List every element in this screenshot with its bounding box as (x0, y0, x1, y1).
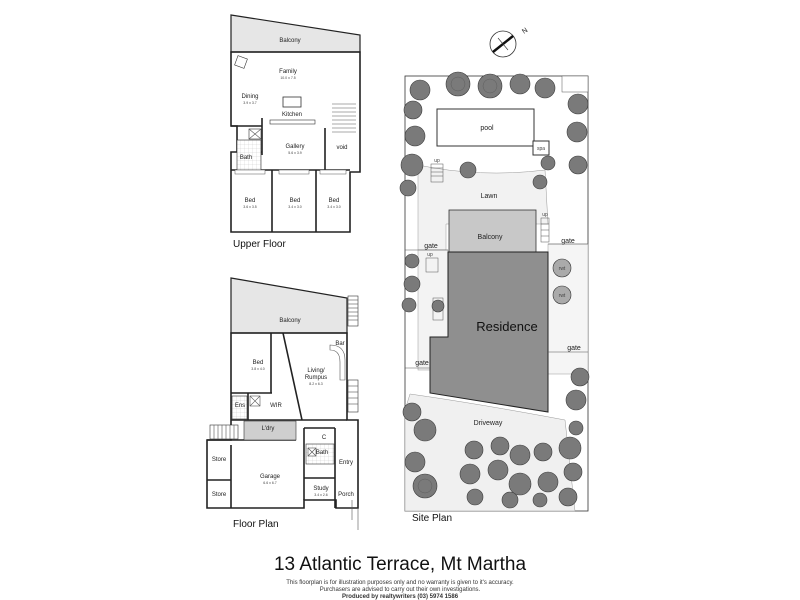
upper-kitchen-label: Kitchen (282, 112, 302, 118)
garage-label: Garage (260, 474, 281, 480)
spa-label: spa (537, 146, 545, 152)
upper-dining-label: Dining (241, 94, 258, 100)
upper-bed1-label: Bed (245, 198, 256, 204)
upper-balcony (230, 14, 361, 53)
store2-label: Store (212, 492, 227, 498)
rwt2-label: rwt (559, 293, 566, 299)
rwt1-label: rwt (559, 266, 566, 272)
residence-label: Residence (476, 319, 537, 334)
lawn-label: Lawn (481, 193, 498, 200)
rumpus-label: Rumpus (305, 375, 327, 381)
disclaimer-line-3: Produced by realtywriters (03) 5974 1586 (341, 594, 459, 600)
ensuite-tile (231, 395, 248, 420)
upper-floor-title: Upper Floor (233, 239, 286, 250)
site-balcony-label: Balcony (478, 234, 503, 241)
site-plan: N pool spa Balcony Residence rwt rwt (399, 27, 590, 524)
up-label-1: up (434, 158, 440, 164)
upper-bed1-dim: 3.6 x 3.5 (243, 205, 256, 209)
upper-bed2-label: Bed (290, 198, 301, 204)
ground-bath-label: Bath (316, 450, 328, 456)
disclaimer-line-2: Purchasers are advised to carry out thei… (319, 587, 481, 593)
porch-label: Porch (338, 492, 354, 498)
cupboard-label: C (322, 435, 327, 441)
floor-plan-title: Floor Plan (233, 519, 279, 530)
living-label: Living/ (307, 368, 325, 374)
upper-bed3-dim: 3.4 x 3.0 (327, 205, 340, 209)
gate-label-1: gate (424, 243, 438, 250)
ldry-label: L'dry (262, 426, 275, 432)
upper-family-label: Family (279, 69, 297, 75)
upper-void-label: void (336, 145, 347, 151)
gate-label-4: gate (415, 360, 429, 367)
upper-stairs (332, 103, 356, 133)
upper-bed3-label: Bed (329, 198, 340, 204)
ground-balcony (230, 277, 348, 334)
living-dim: 8.2 x 6.3 (309, 382, 322, 386)
trees (399, 71, 590, 509)
up-label-2: up (542, 212, 548, 218)
ground-left-stairs (209, 424, 239, 440)
ground-side-stairs (347, 295, 359, 413)
entry-label: Entry (339, 460, 353, 466)
ens-label: Ens (235, 403, 245, 409)
driveway-label: Driveway (474, 420, 503, 427)
upper-balcony-label: Balcony (279, 38, 300, 44)
pool-label: pool (480, 125, 494, 132)
upper-dining-dim: 3.9 x 3.7 (243, 101, 256, 105)
spa (532, 140, 550, 156)
residence (429, 251, 549, 413)
gate-label-2: gate (561, 238, 575, 245)
upper-bed2-dim: 3.4 x 3.0 (288, 205, 301, 209)
bar-label: Bar (335, 341, 344, 347)
property-address: 13 Atlantic Terrace, Mt Martha (273, 554, 527, 575)
up-label-3: up (427, 252, 433, 258)
store1-label: Store (212, 457, 227, 463)
ground-bed-label: Bed (253, 360, 264, 366)
upper-bath-label: Bath (240, 155, 252, 161)
kitchen-island (282, 96, 302, 108)
compass-icon (489, 30, 517, 58)
compass-north: N (521, 27, 529, 36)
ground-bed-dim: 3.8 x 4.0 (251, 367, 264, 371)
laundry-area (243, 420, 297, 441)
upper-family-dim: 10.0 x 7.5 (280, 76, 295, 80)
disclaimer-line-1: This floorplan is for illustration purpo… (286, 580, 514, 586)
rwt-tank-1 (552, 258, 572, 278)
garage-dim: 6.6 x 6.7 (263, 481, 276, 485)
upper-floor-plan: Balcony (230, 14, 361, 250)
site-plan-title: Site Plan (412, 513, 452, 524)
gate-label-3: gate (567, 345, 581, 352)
upper-gallery-label: Gallery (285, 144, 304, 150)
wir-label: WIR (270, 403, 282, 409)
ground-balcony-label: Balcony (279, 318, 300, 324)
bar-counter (329, 344, 346, 381)
site-balcony (448, 209, 537, 253)
study-label: Study (313, 486, 328, 492)
pool (436, 108, 535, 147)
ground-floor-plan: Balcony (206, 277, 359, 530)
upper-gallery-dim: 5.6 x 3.9 (288, 151, 301, 155)
study-dim: 3.4 x 2.6 (314, 493, 327, 497)
rwt-tank-2 (552, 285, 572, 305)
